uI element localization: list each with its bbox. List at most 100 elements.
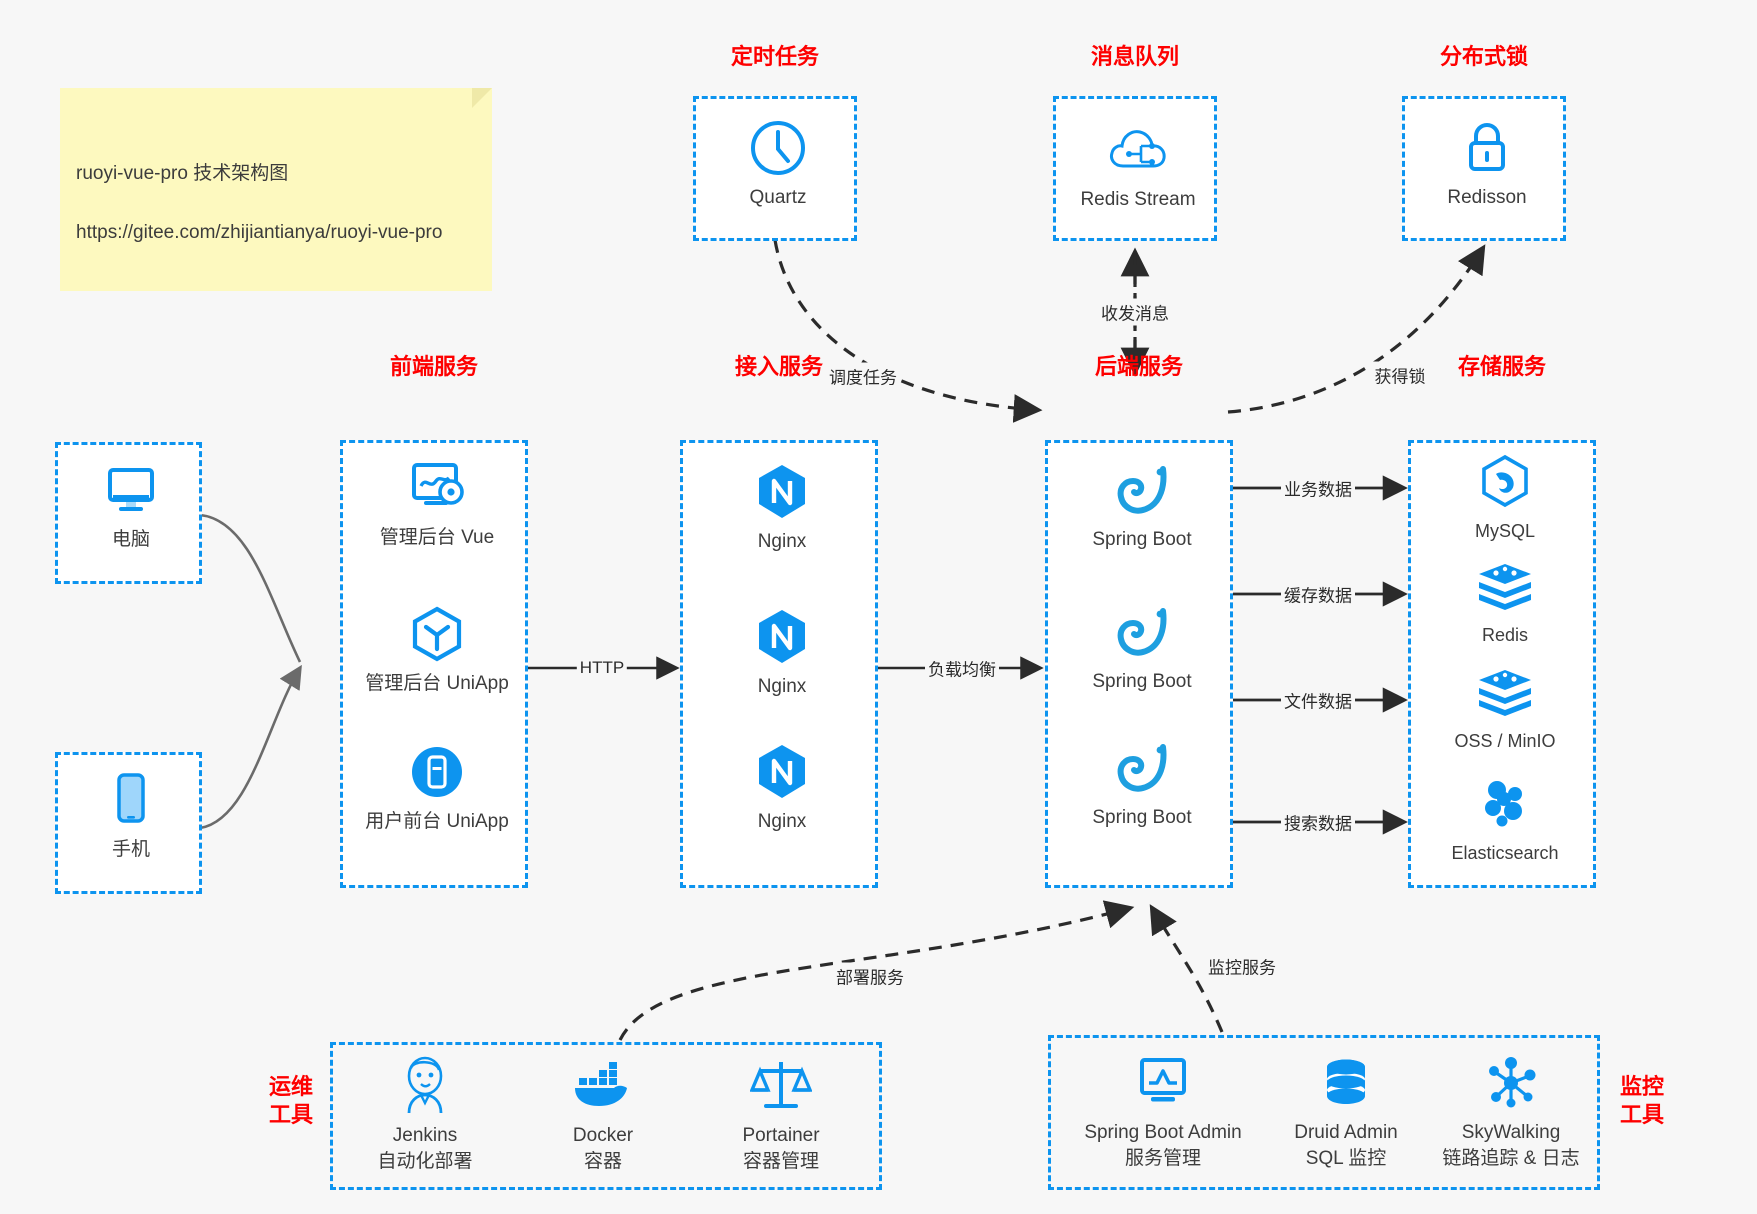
edge-label-deploy: 部署服务 (833, 962, 907, 990)
nginx-icon (702, 606, 862, 668)
node-mysql[interactable]: MySQL (1425, 451, 1585, 543)
edge-label-cache-data: 缓存数据 (1281, 580, 1355, 608)
jenkins-butler-icon (345, 1055, 505, 1117)
group-gateway: Nginx Nginx Nginx (680, 440, 878, 888)
node-quartz[interactable]: Quartz (698, 117, 858, 211)
node-desc: 链路追踪 & 日志 (1442, 1147, 1580, 1169)
node-spring-boot-3[interactable]: Spring Boot (1062, 737, 1222, 831)
node-label: Jenkins (392, 1125, 458, 1146)
lock-icon (1407, 117, 1567, 179)
cloud-stream-icon (1058, 119, 1218, 181)
clock-icon (698, 117, 858, 179)
edge-label-http: HTTP (576, 657, 628, 679)
group-title-backend: 后端服务 (1094, 354, 1183, 379)
node-desc: 自动化部署 (377, 1150, 473, 1172)
node-label: Nginx (757, 531, 807, 552)
dashboard-settings-icon (357, 457, 517, 519)
redis-stack-icon (1425, 661, 1585, 723)
node-label: Redis (1481, 625, 1529, 645)
note-fold-icon (472, 88, 492, 108)
node-label: Spring Boot (1092, 807, 1192, 828)
group-lock: Redisson (1402, 96, 1566, 241)
group-client-mobile: 手机 (55, 752, 202, 894)
group-client-desktop: 电脑 (55, 442, 202, 584)
node-label: Redis Stream (1080, 189, 1196, 210)
node-label: MySQL (1474, 521, 1535, 541)
node-label: Spring Boot (1092, 529, 1192, 550)
node-label: Nginx (757, 811, 807, 832)
node-nginx-2[interactable]: Nginx (702, 606, 862, 700)
group-title-gateway: 接入服务 (734, 354, 823, 379)
group-title-monitoring: 监控 工具 (1619, 1074, 1664, 1127)
node-admin-vue[interactable]: 管理后台 Vue (357, 457, 517, 551)
group-frontend: 管理后台 Vue 管理后台 UniApp 用户前台 UniApp (340, 440, 528, 888)
edge-label-lock: 获得锁 (1371, 361, 1429, 389)
sticky-note: ruoyi-vue-pro 技术架构图 https://gitee.com/zh… (60, 88, 492, 291)
node-nginx-3[interactable]: Nginx (702, 741, 862, 835)
mobile-icon (51, 769, 211, 831)
spring-leaf-icon (1062, 601, 1222, 663)
node-portainer[interactable]: Portainer 容器管理 (701, 1055, 861, 1174)
node-label: Quartz (749, 187, 807, 208)
group-monitoring: Spring Boot Admin 服务管理 Druid Admin SQL 监… (1048, 1035, 1600, 1190)
docker-whale-icon (523, 1055, 683, 1117)
node-label: Elasticsearch (1451, 843, 1559, 863)
node-redis-stream[interactable]: Redis Stream (1058, 119, 1218, 213)
group-storage: MySQL Redis (1408, 440, 1596, 888)
skywalking-icon (1421, 1052, 1601, 1114)
spring-leaf-icon (1062, 459, 1222, 521)
edge-label-load-balance: 负载均衡 (925, 654, 999, 682)
node-user-uniapp[interactable]: 用户前台 UniApp (357, 741, 517, 835)
node-redisson[interactable]: Redisson (1407, 117, 1567, 211)
node-label: Portainer (742, 1125, 820, 1146)
node-label: SkyWalking (1461, 1122, 1561, 1143)
edge-label-monitor: 监控服务 (1205, 952, 1279, 980)
node-label: Spring Boot (1092, 671, 1192, 692)
node-label: 管理后台 Vue (379, 527, 495, 548)
node-spring-boot-2[interactable]: Spring Boot (1062, 601, 1222, 695)
node-label: OSS / MinIO (1454, 731, 1556, 751)
cube-icon (357, 603, 517, 665)
node-admin-uniapp[interactable]: 管理后台 UniApp (357, 603, 517, 697)
group-scheduler: Quartz (693, 96, 857, 241)
node-label: Spring Boot Admin (1084, 1122, 1242, 1143)
group-title-devops: 运维 工具 (268, 1074, 313, 1127)
monitor-chart-icon (1063, 1052, 1263, 1114)
node-label: 用户前台 UniApp (365, 811, 509, 832)
node-skywalking[interactable]: SkyWalking 链路追踪 & 日志 (1421, 1052, 1601, 1171)
desktop-icon (51, 459, 211, 521)
note-title: ruoyi-vue-pro 技术架构图 (76, 162, 289, 184)
node-redis[interactable]: Redis (1425, 555, 1585, 647)
note-url: https://gitee.com/zhijiantianya/ruoyi-vu… (76, 221, 443, 243)
group-devops: Jenkins 自动化部署 Docker 容器 (330, 1042, 882, 1190)
spring-leaf-icon (1062, 737, 1222, 799)
mysql-dolphin-icon (1425, 451, 1585, 513)
node-desc: SQL 监控 (1305, 1147, 1387, 1169)
node-druid-admin[interactable]: Druid Admin SQL 监控 (1256, 1052, 1436, 1171)
node-spring-boot-1[interactable]: Spring Boot (1062, 459, 1222, 553)
node-label: Docker (572, 1125, 634, 1146)
node-elasticsearch[interactable]: Elasticsearch (1425, 773, 1585, 865)
node-oss-minio[interactable]: OSS / MinIO (1425, 661, 1585, 753)
edge-label-biz-data: 业务数据 (1281, 474, 1355, 502)
edge-label-file-data: 文件数据 (1281, 686, 1355, 714)
node-jenkins[interactable]: Jenkins 自动化部署 (345, 1055, 505, 1174)
node-spring-boot-admin[interactable]: Spring Boot Admin 服务管理 (1063, 1052, 1263, 1171)
node-label: Nginx (757, 676, 807, 697)
edge-label-search-data: 搜索数据 (1281, 808, 1355, 836)
elasticsearch-icon (1425, 773, 1585, 835)
group-title-frontend: 前端服务 (389, 354, 478, 379)
app-circle-icon (357, 741, 517, 803)
group-title-scheduler: 定时任务 (730, 44, 819, 69)
node-docker[interactable]: Docker 容器 (523, 1055, 683, 1174)
node-mobile[interactable]: 手机 (51, 769, 211, 863)
node-label: Druid Admin (1294, 1122, 1398, 1143)
edge-label-mq: 收发消息 (1098, 298, 1172, 326)
edge-label-schedule: 调度任务 (826, 362, 900, 390)
node-nginx-1[interactable]: Nginx (702, 461, 862, 555)
scales-icon (701, 1055, 861, 1117)
redis-stack-icon (1425, 555, 1585, 617)
node-desktop[interactable]: 电脑 (51, 459, 211, 553)
nginx-icon (702, 741, 862, 803)
